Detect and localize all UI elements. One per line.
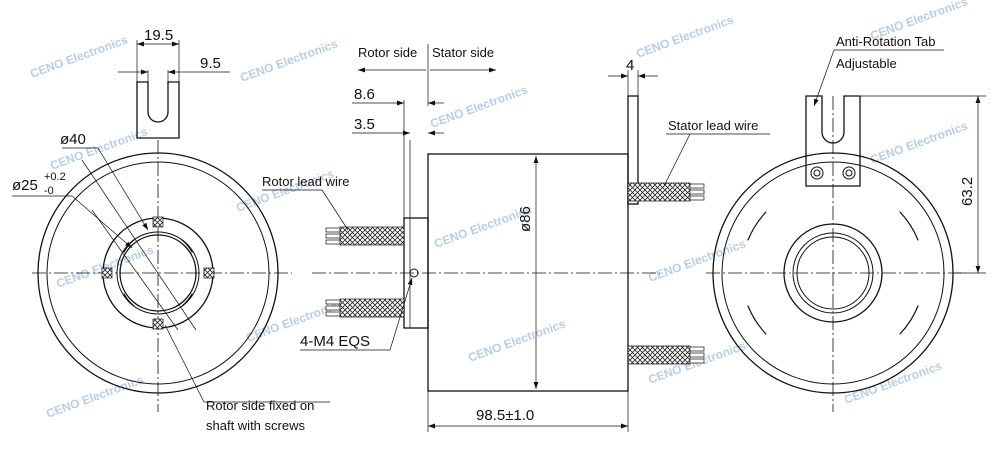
dim-tab-thickness: 4 [626, 57, 634, 74]
side-view: Rotor side Stator side 8.6 3.5 4 ø86 98.… [262, 44, 770, 432]
dim-dia-outer: ø40 [60, 131, 86, 148]
label-screws: 4-M4 EQS [300, 333, 370, 350]
label-rotor-lead-wire: Rotor lead wire [262, 174, 349, 189]
watermark-text: CENO Electronics [238, 36, 340, 84]
watermark-text: CENO Electronics [646, 236, 748, 284]
dim-tol-upper: +0.2 [44, 171, 66, 183]
label-rotor-fixed-1: Rotor side fixed on [206, 398, 314, 413]
label-stator-lead-wire: Stator lead wire [668, 118, 758, 133]
label-rotor-side: Rotor side [358, 45, 417, 60]
label-tab-2: Adjustable [836, 56, 897, 71]
dim-body-dia: ø86 [517, 206, 534, 232]
dim-height: 63.2 [959, 177, 976, 206]
stator-lead-wire [627, 182, 705, 365]
anti-rotation-tab [805, 95, 861, 187]
watermark-text: CENO Electronics [28, 32, 130, 80]
label-tab-1: Anti-Rotation Tab [836, 34, 936, 49]
dim-length: 98.5±1.0 [476, 407, 534, 424]
watermark-text: CENO Electronics [466, 316, 568, 364]
dim-dia-bore: ø25 [12, 177, 38, 194]
watermark-text: CENO Electronics [44, 372, 146, 420]
watermark-text: CENO Electronics [868, 118, 970, 166]
dim-d1: 8.6 [354, 86, 375, 103]
rotor-lead-wire [325, 226, 405, 318]
watermark-text: CENO Electronics [54, 242, 156, 290]
label-rotor-fixed-2: shaft with screws [206, 418, 305, 433]
front-view: 19.5 9.5 ø40 ø25 +0.2 -0 Rotor side fixe… [12, 27, 330, 433]
dim-width-a: 19.5 [144, 27, 173, 44]
body-outline [427, 153, 629, 392]
label-stator-side: Stator side [432, 45, 494, 60]
dim-width-b: 9.5 [200, 55, 221, 72]
watermark-text: CENO Electronics [428, 82, 530, 130]
dim-d2: 3.5 [354, 116, 375, 133]
watermark-layer: CENO Electronics CENO Electronics CENO E… [28, 0, 970, 421]
watermark-text: CENO Electronics [634, 12, 736, 60]
dim-tol-lower: -0 [44, 185, 54, 197]
slot [747, 211, 919, 335]
rear-view: Anti-Rotation Tab Adjustable 63.2 [706, 34, 986, 412]
watermark-text: CENO Electronics [842, 358, 944, 406]
